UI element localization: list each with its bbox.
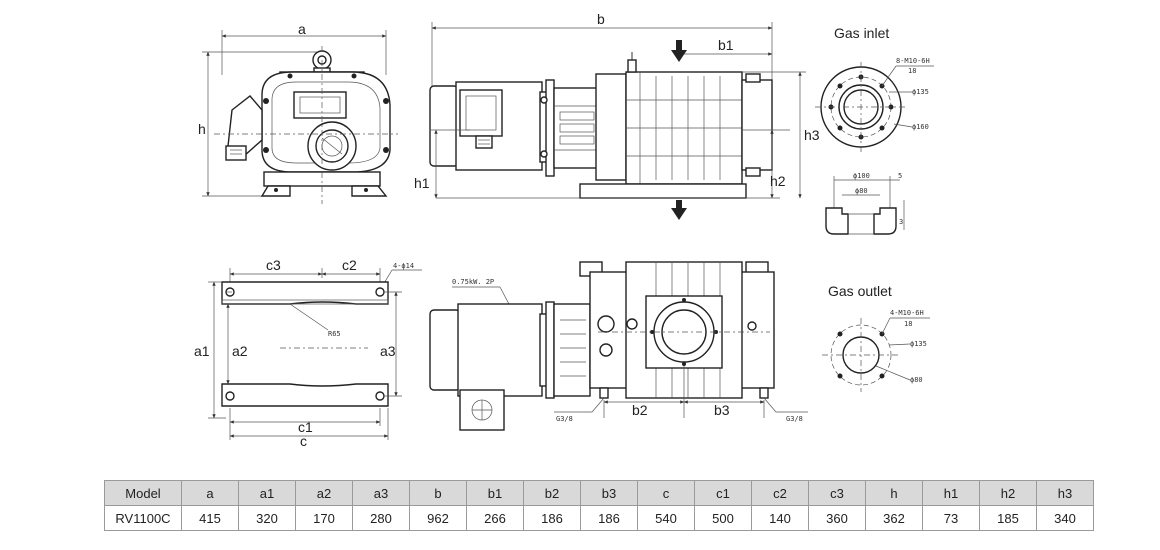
table-cell: 186 xyxy=(580,505,638,531)
inlet-bolts-note: 8-M10-6H xyxy=(896,57,930,65)
table-header-cell: h1 xyxy=(922,480,980,506)
dim-c1: c1 xyxy=(298,419,313,435)
table-header-cell: h2 xyxy=(979,480,1037,506)
top-view: 0.75kW. 2P xyxy=(429,261,808,431)
table-cell: 320 xyxy=(238,505,296,531)
section-d80-note: ϕ80 xyxy=(855,187,868,195)
table-cell: 170 xyxy=(295,505,353,531)
table-cell: 540 xyxy=(637,505,695,531)
dim-a: a xyxy=(298,21,306,37)
dim-c3: c3 xyxy=(266,257,281,273)
dim-c: c xyxy=(300,433,307,449)
dim-h3: h3 xyxy=(804,127,820,143)
gas-outlet-flange: Gas outlet 4-M10-6H 18 ϕ135 ϕ80 xyxy=(822,283,930,392)
table-header-cell: b2 xyxy=(523,480,581,506)
base-plan-view: c3 c2 4-ϕ14 R65 a1 a2 a3 c1 c xyxy=(194,257,422,449)
mount-holes-note: 4-ϕ14 xyxy=(393,262,414,270)
table-cell: 340 xyxy=(1036,505,1094,531)
table-header-cell: c xyxy=(637,480,695,506)
dim-h1: h1 xyxy=(414,175,430,191)
dim-h: h xyxy=(198,121,206,137)
inlet-d135-note: ϕ135 xyxy=(912,88,929,96)
table-header-cell: c1 xyxy=(694,480,752,506)
table-cell: 362 xyxy=(865,505,923,531)
gas-inlet-title: Gas inlet xyxy=(834,25,889,41)
outlet-d135-note: ϕ135 xyxy=(910,340,927,348)
table-cell: RV1100C xyxy=(104,505,182,531)
table-cell: 185 xyxy=(979,505,1037,531)
dim-b3: b3 xyxy=(714,402,730,418)
table-cell: 360 xyxy=(808,505,866,531)
table-header-cell: a xyxy=(181,480,239,506)
dim-a1: a1 xyxy=(194,343,210,359)
front-view: a h xyxy=(198,21,398,204)
gas-outlet-title: Gas outlet xyxy=(828,283,892,299)
table-cell: 140 xyxy=(751,505,809,531)
dim-b1: b1 xyxy=(718,37,734,53)
port-left-note: G3/8 xyxy=(556,415,573,423)
dim-c2: c2 xyxy=(342,257,357,273)
port-right-note: G3/8 xyxy=(786,415,803,423)
table-header-cell: h3 xyxy=(1036,480,1094,506)
gas-inlet-flange: Gas inlet 8-M10-6H 18 ϕ135 ϕ160 ϕ100 ϕ80… xyxy=(815,25,934,235)
dim-a3: a3 xyxy=(380,343,396,359)
inlet-d160-note: ϕ160 xyxy=(912,123,929,131)
table-header-cell: a1 xyxy=(238,480,296,506)
table-header-cell: a3 xyxy=(352,480,410,506)
side-view: b b1 xyxy=(414,11,820,220)
inlet-depth-note: 18 xyxy=(908,67,916,75)
table-cell: 186 xyxy=(523,505,581,531)
section-d100-note: ϕ100 xyxy=(853,172,870,180)
dim-b2: b2 xyxy=(632,402,648,418)
table-cell: 415 xyxy=(181,505,239,531)
technical-drawing: a h xyxy=(194,11,934,449)
table-cell: 280 xyxy=(352,505,410,531)
table-cell: 266 xyxy=(466,505,524,531)
table-header-cell: a2 xyxy=(295,480,353,506)
outlet-bolts-note: 4-M10-6H xyxy=(890,309,924,317)
table-cell: 962 xyxy=(409,505,467,531)
dim-a2: a2 xyxy=(232,343,248,359)
table-header-cell: h xyxy=(865,480,923,506)
section-5-note: 5 xyxy=(898,172,902,180)
table-header-cell: b3 xyxy=(580,480,638,506)
dim-h2: h2 xyxy=(770,173,786,189)
outlet-d80-note: ϕ80 xyxy=(910,376,923,384)
section-3-note: 3 xyxy=(899,218,903,226)
table-header-cell: b xyxy=(409,480,467,506)
table-header-cell: c3 xyxy=(808,480,866,506)
radius-note: R65 xyxy=(328,330,341,338)
motor-note: 0.75kW. 2P xyxy=(452,278,494,286)
table-header-cell: c2 xyxy=(751,480,809,506)
table-cell: 500 xyxy=(694,505,752,531)
table-header-cell: Model xyxy=(104,480,182,506)
outlet-depth-note: 18 xyxy=(904,320,912,328)
table-header-cell: b1 xyxy=(466,480,524,506)
dim-b: b xyxy=(597,11,605,27)
table-cell: 73 xyxy=(922,505,980,531)
